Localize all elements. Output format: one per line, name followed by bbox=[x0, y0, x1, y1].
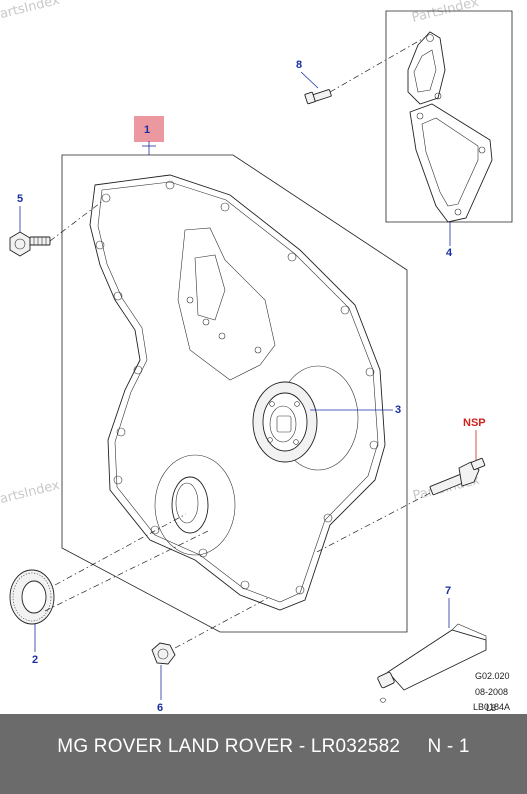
oil-seal bbox=[9, 569, 55, 625]
flange-nut bbox=[151, 642, 176, 665]
parts-diagram: PartsIndex PartsIndex PartsIndex PartsIn… bbox=[0, 0, 513, 714]
centerline-nut-6 bbox=[174, 597, 269, 649]
callout-6: 6 bbox=[157, 702, 163, 714]
centerline-bolt-5 bbox=[49, 199, 105, 242]
gasket-pair bbox=[407, 31, 493, 223]
callout-nsp: NSP bbox=[463, 417, 486, 429]
callout-4: 4 bbox=[446, 247, 453, 259]
flange-bolt bbox=[9, 231, 51, 257]
ref-line3: L8 bbox=[486, 703, 496, 713]
callout-3: 3 bbox=[395, 404, 401, 416]
gasket-inset-frame bbox=[385, 10, 513, 223]
timing-cover bbox=[89, 174, 386, 611]
centerline-stud-8 bbox=[329, 37, 425, 93]
stud-small bbox=[304, 89, 332, 105]
footer-bar: MG ROVER LAND ROVER - LR032582 N - 1 bbox=[0, 714, 527, 794]
callout-2: 2 bbox=[32, 654, 38, 666]
callout-1-highlight bbox=[134, 116, 164, 142]
stud-nsp bbox=[429, 457, 486, 496]
callout-8: 8 bbox=[296, 59, 302, 71]
pulley-housing bbox=[252, 381, 318, 463]
centerline-seal-2 bbox=[54, 513, 187, 586]
ref-date: 08-2008 bbox=[475, 687, 508, 697]
centerline-stud-nsp bbox=[314, 492, 431, 554]
callout-5: 5 bbox=[17, 193, 23, 205]
ref-code: G02.020 bbox=[475, 671, 510, 681]
watermark-mid-left: PartsIndex bbox=[0, 478, 61, 509]
footer-text: MG ROVER LAND ROVER - LR032582 N - 1 bbox=[57, 736, 470, 757]
cover-frame bbox=[61, 154, 408, 633]
sealant-tube bbox=[377, 623, 487, 703]
watermark-top-left: PartsIndex bbox=[0, 0, 61, 24]
centerline-seal-2b bbox=[44, 529, 211, 612]
callout-8-leader bbox=[300, 71, 319, 89]
callout-7: 7 bbox=[445, 585, 451, 597]
callout-1: 1 bbox=[144, 124, 150, 136]
watermark-top-right: PartsIndex bbox=[410, 0, 480, 26]
